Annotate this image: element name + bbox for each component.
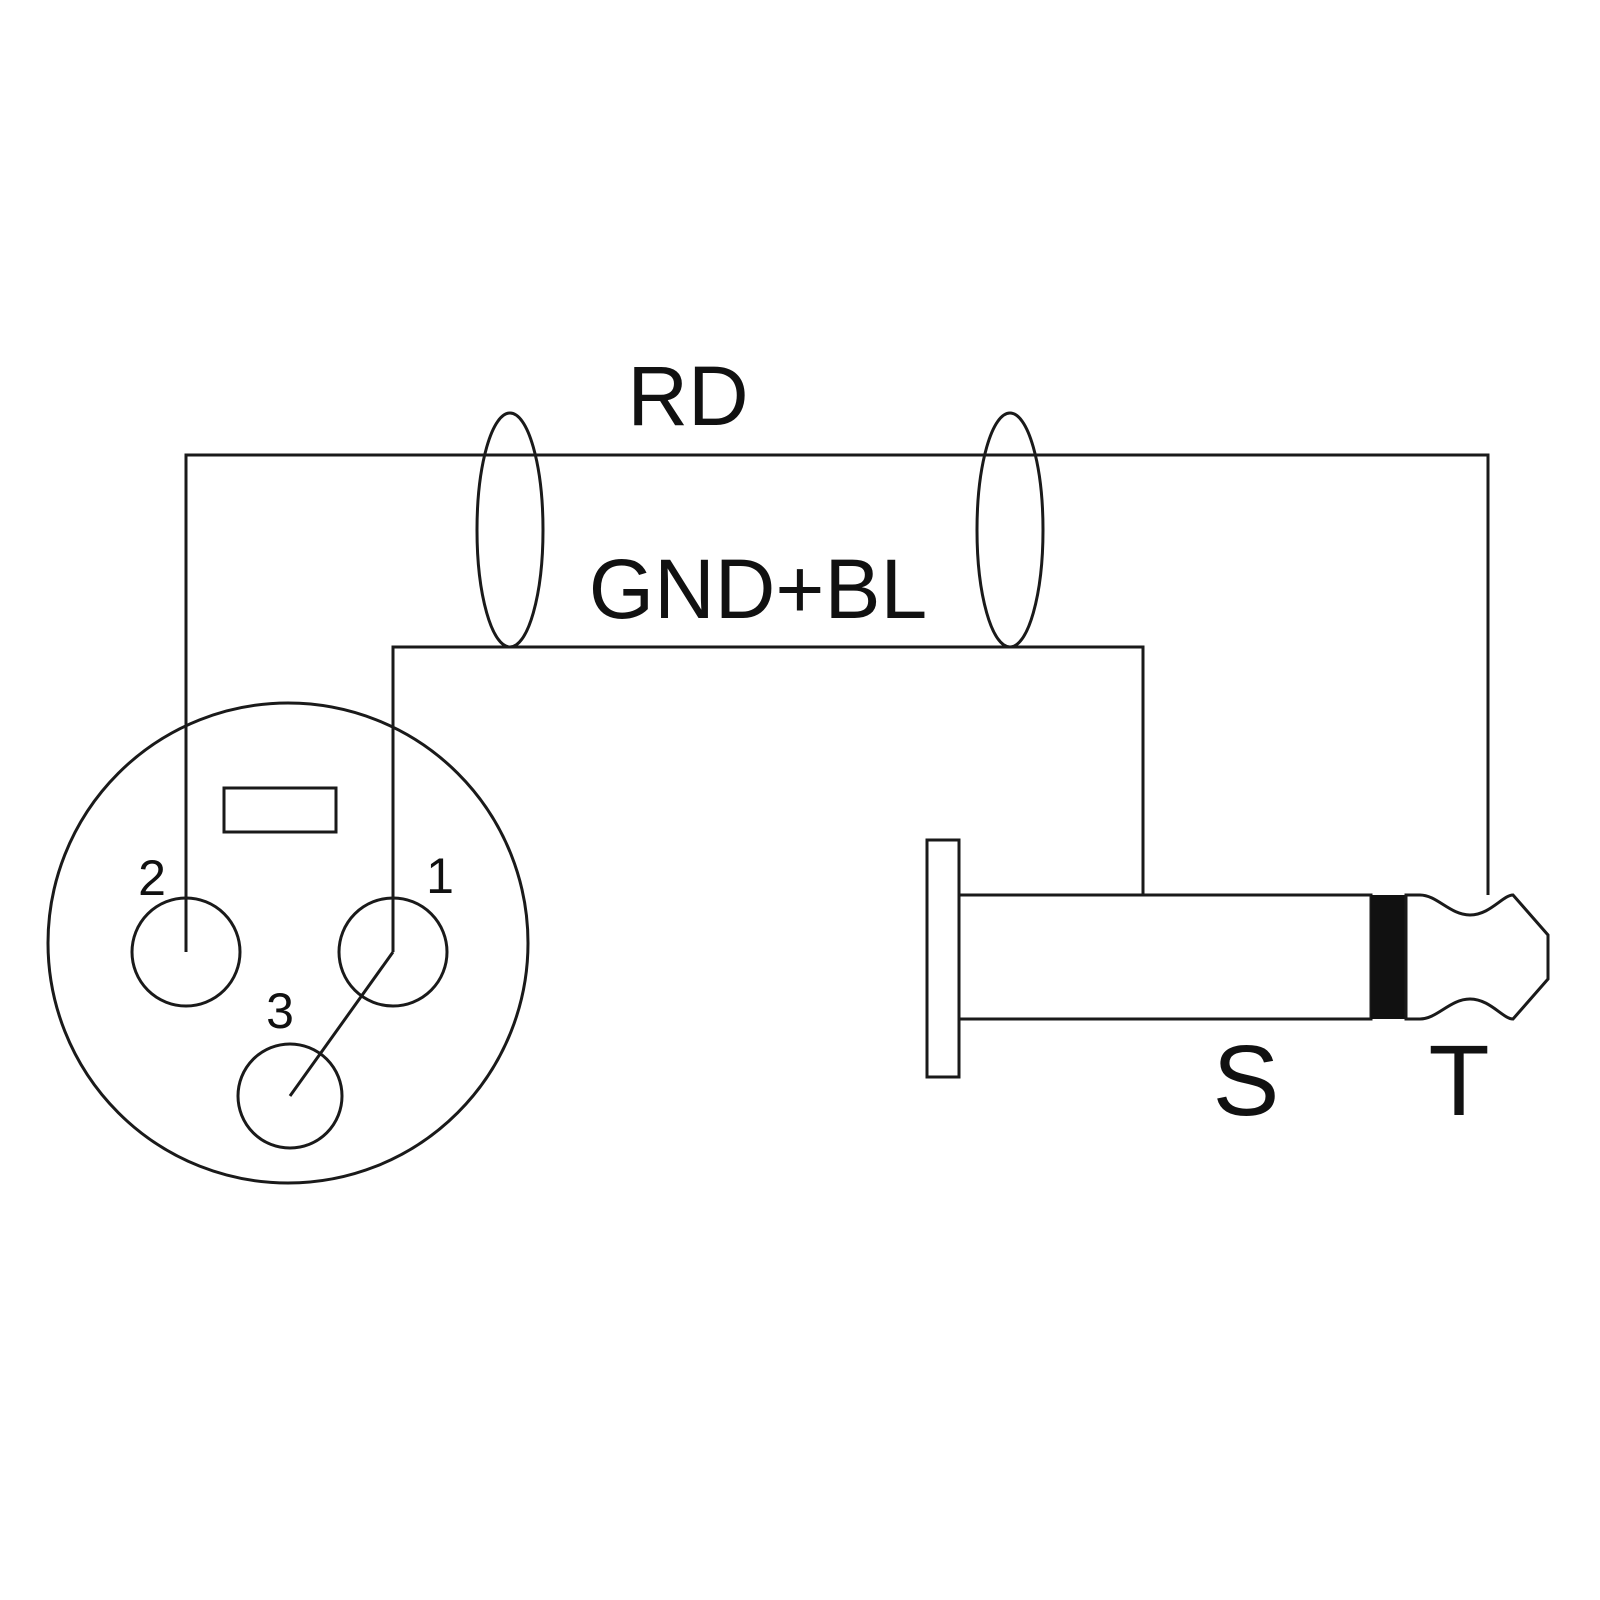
cable-shield-right [975, 411, 1045, 649]
cable-shield-left [475, 411, 545, 649]
tip-label: T [1428, 1025, 1489, 1137]
pin-2-label: 2 [138, 850, 166, 906]
xlr-pin-3 [236, 1042, 344, 1150]
xlr-connector: 2 1 3 [46, 701, 530, 1185]
jack-tip [1404, 893, 1550, 1021]
jack-sleeve [957, 893, 1373, 1021]
pin1-pin3-jumper [288, 951, 395, 1097]
hot-wire-label: RD [627, 349, 748, 443]
sleeve-label: S [1213, 1025, 1280, 1137]
jack-insulator-ring [1371, 895, 1406, 1019]
jack-flange [925, 838, 961, 1079]
jack-plug: S T [925, 838, 1550, 1137]
xlr-body-outline [46, 701, 530, 1185]
pin-1-label: 1 [426, 848, 454, 904]
pin-3-label: 3 [266, 983, 294, 1039]
ground-wire-label: GND+BL [589, 542, 927, 636]
hot-wire [184, 453, 1490, 952]
xlr-key-slot [222, 786, 338, 834]
ground-wire [391, 645, 1145, 952]
